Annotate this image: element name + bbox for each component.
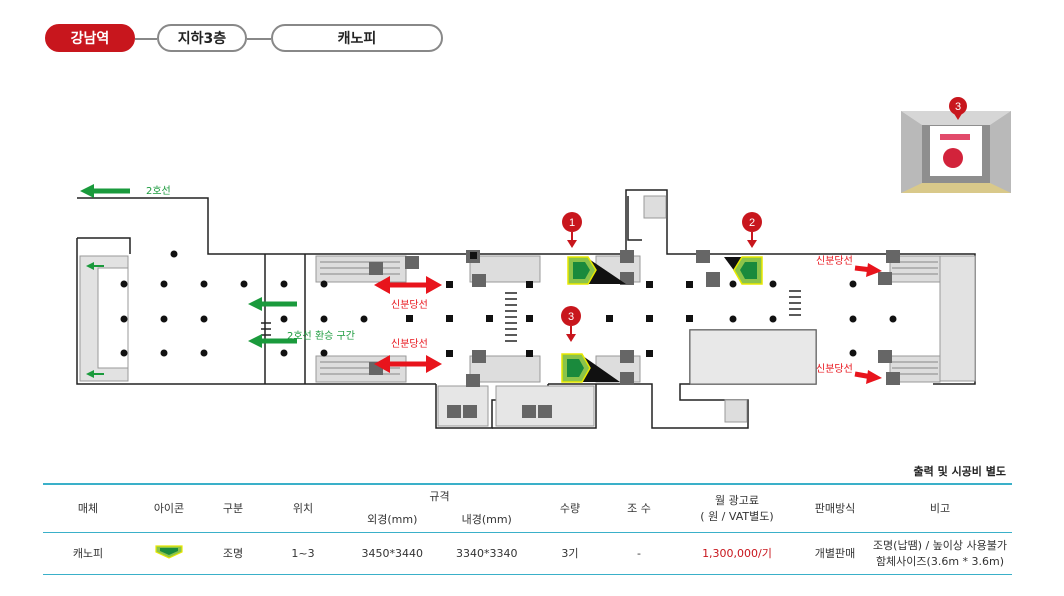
breadcrumb-connector <box>247 38 271 40</box>
breadcrumb-floor[interactable]: 지하3층 <box>157 24 247 52</box>
line2-arrow: 2호선 <box>80 184 171 198</box>
transfer-arrows: 2호선 환승 구간 <box>248 297 355 348</box>
cell-outer: 3450*3440 <box>361 546 423 560</box>
central-block <box>689 329 817 385</box>
square-columns <box>406 252 693 357</box>
cell-remarks: 조명(납땜) / 높이상 사용불가 함체사이즈(3.6m * 3.6m) <box>868 532 1012 574</box>
floor-map: 1 2 3 2호선 2호선 환승 구간 신분당선 신 <box>76 97 1011 429</box>
th-fee-line2: ( 원 / VAT별도) <box>700 510 774 524</box>
cell-remarks-line2: 함체사이즈(3.6m * 3.6m) <box>875 555 1005 568</box>
cell-media: 캐노피 <box>72 547 104 560</box>
breadcrumb-media-label: 캐노피 <box>337 31 377 47</box>
stairs <box>261 290 801 342</box>
canopy-icon <box>155 544 183 559</box>
cell-remarks-line1: 조명(납땜) / 높이상 사용불가 <box>872 539 1008 552</box>
cell-icon <box>133 532 205 574</box>
th-outer: 외경(mm) <box>367 512 418 526</box>
shinbundang-label: 신분당선 <box>816 255 853 267</box>
line2-label: 2호선 <box>146 185 171 197</box>
cell-fee: 1,300,000/기 <box>702 547 772 560</box>
cell-inner: 3340*3340 <box>455 546 518 560</box>
th-remarks: 비고 <box>929 502 951 516</box>
gate-icons <box>369 250 900 387</box>
th-fee-line1: 월 광고료 <box>714 494 759 508</box>
shinbundang-arrow-right-bottom: 신분당선 <box>816 363 882 384</box>
marker-2-label: 2 <box>749 217 755 229</box>
transfer-label: 2호선 환승 구간 <box>287 330 355 342</box>
location-marker-1[interactable]: 1 <box>562 212 582 248</box>
location-marker-3[interactable]: 3 <box>561 306 581 342</box>
shinbundang-label: 신분당선 <box>391 338 428 350</box>
cell-category: 조명 <box>222 547 244 560</box>
th-location: 위치 <box>292 502 314 516</box>
breadcrumb-station-label: 강남역 <box>70 31 110 47</box>
shinbundang-label: 신분당선 <box>816 363 853 375</box>
th-inner: 내경(mm) <box>461 512 512 526</box>
photo-marker-label: 3 <box>955 101 961 113</box>
th-quantity: 수량 <box>559 502 581 516</box>
th-sides: 조 수 <box>627 502 651 516</box>
restroom-icon <box>447 405 552 418</box>
marker-3-label: 3 <box>568 311 574 323</box>
location-marker-2[interactable]: 2 <box>742 212 762 248</box>
production-cost-note: 출력 및 시공비 별도 <box>913 465 1006 478</box>
canopy-unit-3[interactable] <box>561 353 620 383</box>
cell-quantity: 3기 <box>561 547 579 560</box>
th-media: 매체 <box>77 502 99 516</box>
escalator-steps <box>320 261 938 375</box>
right-exit-zone <box>939 255 976 382</box>
breadcrumb-station[interactable]: 강남역 <box>45 24 135 52</box>
canopy-unit-2[interactable] <box>724 256 763 285</box>
shinbundang-arrow-top: 신분당선 <box>374 276 442 311</box>
cell-sales: 개별판매 <box>814 547 856 560</box>
shinbundang-label: 신분당선 <box>391 299 428 311</box>
marker-1-label: 1 <box>569 217 575 229</box>
th-spec: 규격 <box>429 489 450 503</box>
columns <box>120 250 897 357</box>
cell-sides: - <box>636 546 641 560</box>
photo-marker: 3 <box>949 97 967 120</box>
th-category: 구분 <box>222 502 244 516</box>
breadcrumb-connector <box>135 38 157 40</box>
cell-location: 1~3 <box>291 546 315 560</box>
exit-icons <box>86 262 104 378</box>
breadcrumb-floor-label: 지하3층 <box>177 31 227 47</box>
shinbundang-arrow-right-top: 신분당선 <box>816 255 882 277</box>
canopy-unit-1[interactable] <box>567 256 626 285</box>
th-icon: 아이콘 <box>153 502 185 516</box>
breadcrumb-media[interactable]: 캐노피 <box>271 24 443 52</box>
th-fee: 월 광고료 ( 원 / VAT별도) <box>672 484 802 532</box>
canopy-photo[interactable] <box>901 111 1011 193</box>
spec-table: 매체 아이콘 구분 위치 규격 수량 조 수 월 광고료 ( 원 / VAT별도… <box>43 483 1012 575</box>
shinbundang-arrow-bottom: 신분당선 <box>374 338 442 373</box>
th-sales: 판매방식 <box>814 502 856 516</box>
